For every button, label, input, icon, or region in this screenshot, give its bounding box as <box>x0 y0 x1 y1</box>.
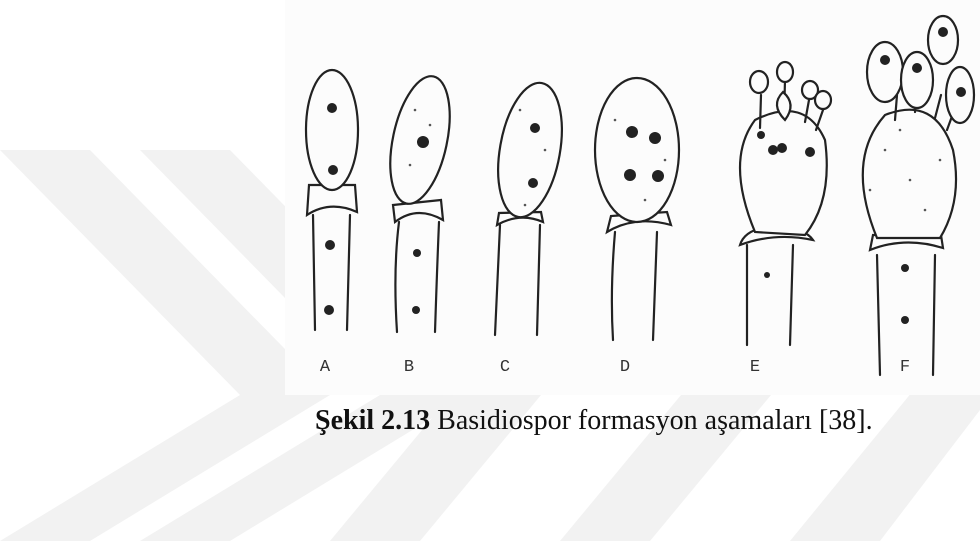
caption-text: Basidiospor formasyon aşamaları [38]. <box>430 405 872 436</box>
panel-label-a: A <box>310 358 340 377</box>
panel-label-d: D <box>610 358 640 377</box>
panel-label-e: E <box>740 358 770 377</box>
panel-label-f: F <box>890 358 920 377</box>
basidium-drawing <box>285 0 980 395</box>
panel-label-b: B <box>394 358 424 377</box>
figure-caption: Şekil 2.13 Basidiospor formasyon aşamala… <box>315 405 975 437</box>
basidiospore-figure <box>285 0 980 395</box>
caption-number: Şekil 2.13 <box>315 405 430 436</box>
panel-label-c: C <box>490 358 520 377</box>
